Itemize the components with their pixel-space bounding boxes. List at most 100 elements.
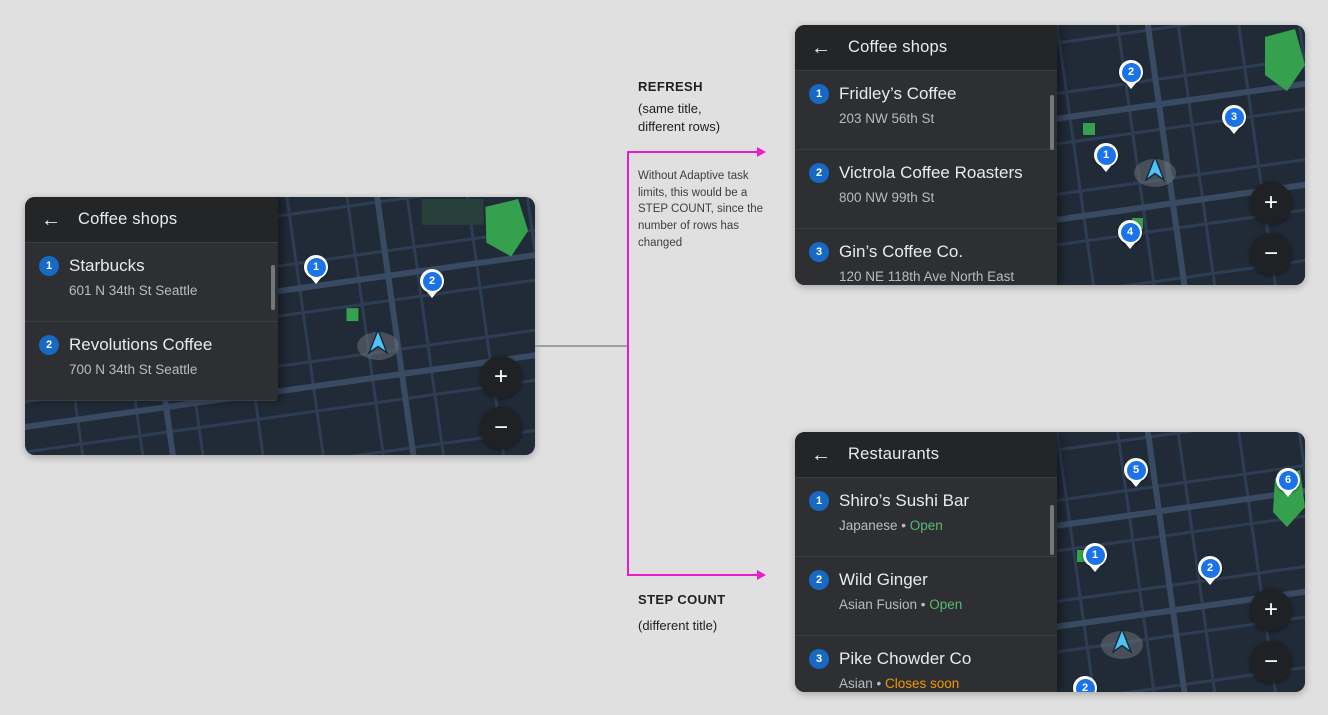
- car-screen-coffee-shops-initial: 1 2 + − ← Coffee shops 1 Starbucks 601 N…: [25, 197, 535, 455]
- panel-header: ← Coffee shops: [25, 197, 278, 243]
- map-pin-2[interactable]: 2: [1119, 60, 1143, 84]
- current-location-indicator: [356, 326, 400, 364]
- place-name: Fridley’s Coffee: [839, 84, 957, 103]
- map-pin-5[interactable]: 5: [1124, 458, 1148, 482]
- minus-icon: −: [493, 414, 508, 441]
- map-pin-label: 2: [422, 271, 442, 291]
- connector-line-vertical: [627, 152, 629, 576]
- place-address: 700 N 34th St Seattle: [69, 362, 198, 377]
- place-address: 601 N 34th St Seattle: [69, 283, 198, 298]
- current-location-indicator: [1133, 153, 1177, 191]
- map-pin-label: 1: [1085, 545, 1105, 565]
- map-pin-label: 2: [1075, 678, 1095, 692]
- row-number-badge: 1: [39, 256, 59, 276]
- zoom-out-button[interactable]: −: [1250, 641, 1292, 683]
- map-pin-6[interactable]: 6: [1276, 468, 1300, 492]
- place-name: Revolutions Coffee: [69, 335, 213, 354]
- map-pin-label: 1: [306, 257, 326, 277]
- zoom-in-button[interactable]: +: [1250, 589, 1292, 631]
- place-name: Starbucks: [69, 256, 145, 275]
- map-pin-label: 4: [1120, 222, 1140, 242]
- panel-title: Coffee shops: [848, 38, 948, 56]
- map-pin-label: 2: [1200, 558, 1220, 578]
- place-category: Japanese • Open: [839, 518, 1043, 533]
- map-pin-2[interactable]: 2: [1198, 556, 1222, 580]
- row-number-badge: 2: [809, 570, 829, 590]
- plus-icon: +: [1263, 189, 1278, 216]
- back-arrow-icon[interactable]: ←: [811, 36, 831, 59]
- park-area: [421, 198, 484, 225]
- row-number-badge: 3: [809, 649, 829, 669]
- place-address: 800 NW 99th St: [839, 190, 935, 205]
- place-name: Shiro’s Sushi Bar: [839, 491, 970, 510]
- refresh-sublabel: (same title, different rows): [638, 101, 721, 134]
- map-pin-2[interactable]: 2: [420, 269, 444, 293]
- map-pin-1[interactable]: 1: [1094, 143, 1118, 167]
- adaptive-note: Without Adaptive task limits, this would…: [638, 170, 764, 249]
- zoom-in-button[interactable]: +: [1250, 182, 1292, 224]
- scrollbar[interactable]: [1050, 95, 1054, 150]
- minus-icon: −: [1263, 240, 1278, 267]
- scrollbar[interactable]: [1050, 505, 1054, 555]
- back-arrow-icon[interactable]: ←: [41, 208, 61, 231]
- zoom-out-button[interactable]: −: [480, 407, 522, 449]
- map-pin-label: 3: [1224, 107, 1244, 127]
- minus-icon: −: [1263, 648, 1278, 675]
- panel-title: Coffee shops: [78, 210, 178, 228]
- plus-icon: +: [1263, 596, 1278, 623]
- park-area: [485, 198, 529, 257]
- scrollbar[interactable]: [271, 265, 275, 310]
- list-item[interactable]: 3 Pike Chowder Co Asian • Closes soon: [795, 636, 1057, 692]
- place-name: Pike Chowder Co: [839, 649, 972, 668]
- current-location-indicator: [1100, 625, 1144, 663]
- row-number-badge: 1: [809, 491, 829, 511]
- arrowhead-icon: [757, 147, 766, 157]
- panel-header: ← Restaurants: [795, 432, 1057, 478]
- map-pin-label: 6: [1278, 470, 1298, 490]
- place-category: Asian • Closes soon: [839, 676, 1043, 691]
- row-number-badge: 2: [809, 163, 829, 183]
- connector-line-to-step-count: [627, 574, 757, 576]
- place-address: 120 NE 118th Ave North East: [839, 269, 1015, 284]
- list-item[interactable]: 1 Shiro’s Sushi Bar Japanese • Open: [795, 478, 1057, 557]
- park-area: [346, 308, 359, 322]
- open-status: Open: [929, 597, 963, 612]
- category-text: Asian Fusion •: [839, 597, 930, 612]
- map-pin-3[interactable]: 3: [1222, 105, 1246, 129]
- closes-soon-status: Closes soon: [885, 676, 960, 691]
- list-item[interactable]: 1 Fridley’s Coffee 203 NW 56th St: [795, 71, 1057, 150]
- map-pin-2-offscreen[interactable]: 2: [1073, 676, 1097, 692]
- map-pin-4[interactable]: 4: [1118, 220, 1142, 244]
- map-pin-1[interactable]: 1: [1083, 543, 1107, 567]
- place-name: Victrola Coffee Roasters: [839, 163, 1023, 182]
- place-name: Gin’s Coffee Co.: [839, 242, 964, 261]
- map-pin-1[interactable]: 1: [304, 255, 328, 279]
- arrowhead-icon: [757, 570, 766, 580]
- row-number-badge: 3: [809, 242, 829, 262]
- panel-header: ← Coffee shops: [795, 25, 1057, 71]
- open-status: Open: [909, 518, 943, 533]
- place-list-panel: ← Coffee shops 1 Starbucks 601 N 34th St…: [25, 197, 278, 401]
- park-area: [1083, 123, 1095, 135]
- zoom-out-button[interactable]: −: [1250, 233, 1292, 275]
- back-arrow-icon[interactable]: ←: [811, 443, 831, 466]
- map-canvas[interactable]: [25, 197, 535, 455]
- category-text: Asian •: [839, 676, 885, 691]
- place-name: Wild Ginger: [839, 570, 928, 589]
- list-item[interactable]: 1 Starbucks 601 N 34th St Seattle: [25, 243, 278, 322]
- list-item[interactable]: 2 Revolutions Coffee 700 N 34th St Seatt…: [25, 322, 278, 401]
- list-item[interactable]: 3 Gin’s Coffee Co. 120 NE 118th Ave Nort…: [795, 229, 1057, 285]
- zoom-in-button[interactable]: +: [480, 356, 522, 398]
- list-item[interactable]: 2 Victrola Coffee Roasters 800 NW 99th S…: [795, 150, 1057, 229]
- car-screen-restaurants: 5 6 1 2 2 + − ← Restaurants 1 Shiro’s Su…: [795, 432, 1305, 692]
- map-pin-label: 5: [1126, 460, 1146, 480]
- step-count-sublabel: (different title): [638, 618, 718, 633]
- navigation-arrow-icon: [1144, 155, 1166, 182]
- map-pin-label: 2: [1121, 62, 1141, 82]
- navigation-arrow-icon: [367, 328, 389, 355]
- row-number-badge: 1: [809, 84, 829, 104]
- list-item[interactable]: 2 Wild Ginger Asian Fusion • Open: [795, 557, 1057, 636]
- plus-icon: +: [493, 363, 508, 390]
- panel-title: Restaurants: [848, 445, 940, 463]
